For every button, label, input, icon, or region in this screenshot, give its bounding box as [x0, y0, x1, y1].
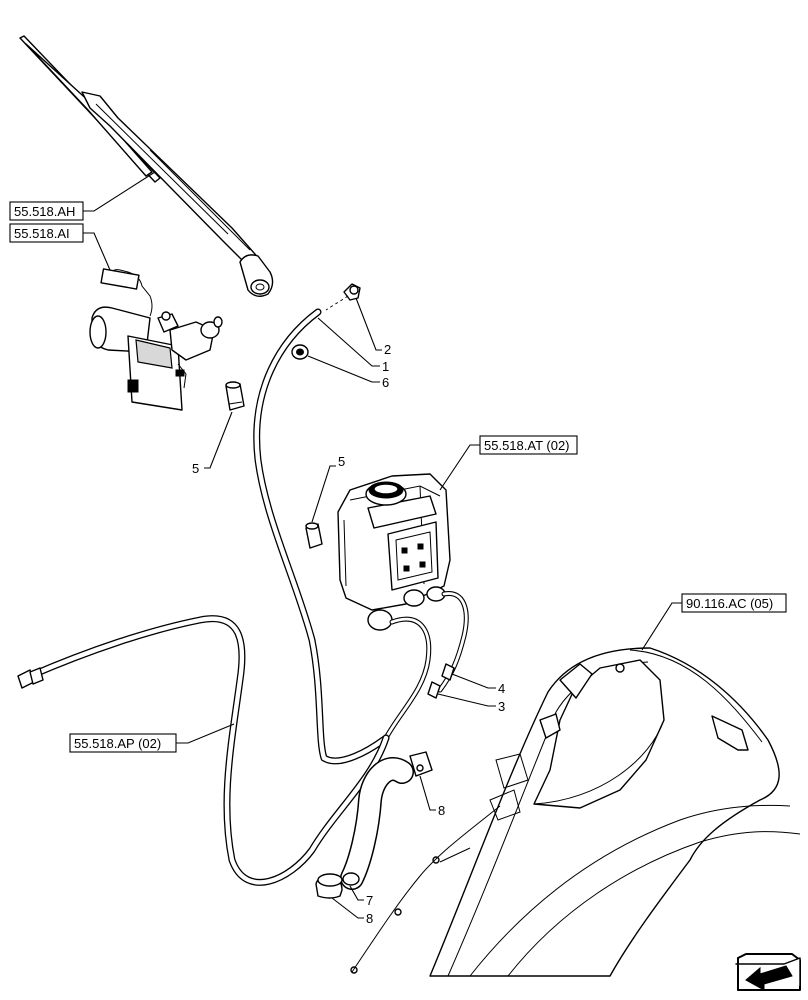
grommet-part-6 — [291, 344, 309, 360]
grommet-part-5-left — [225, 381, 245, 411]
callout-8-lower[interactable]: 8 — [331, 897, 373, 926]
svg-text:8: 8 — [438, 803, 445, 818]
svg-text:6: 6 — [382, 375, 389, 390]
nozzle-axis-line — [325, 295, 349, 311]
washer-hose-part-1 — [253, 308, 390, 765]
svg-text:5: 5 — [192, 461, 199, 476]
filler-hose-part-7 — [340, 757, 414, 890]
callout-3[interactable]: 3 — [437, 693, 505, 714]
wiper-motor — [89, 268, 223, 411]
callout-5-centre[interactable]: 5 — [311, 454, 345, 523]
ref-wiper-motor-label: 55.518.AI — [14, 226, 70, 241]
connector-part-3 — [427, 681, 441, 699]
svg-text:2: 2 — [384, 342, 391, 357]
callout-6[interactable]: 6 — [307, 355, 389, 390]
fender — [350, 647, 801, 977]
arrow-navigation-icon[interactable] — [735, 953, 801, 991]
callout-7[interactable]: 7 — [349, 885, 373, 908]
callout-2[interactable]: 2 — [355, 297, 391, 357]
ref-wiper-motor[interactable]: 55.518.AI — [9, 223, 111, 271]
pump-hoses — [383, 591, 469, 741]
callout-8-upper[interactable]: 8 — [419, 775, 445, 818]
washer-reservoir — [337, 473, 451, 631]
nozzle-part-2 — [343, 283, 361, 301]
ref-reservoir[interactable]: 55.518.AT (02) — [439, 435, 578, 491]
wiper-arm — [19, 35, 274, 297]
callout-5-left[interactable]: 5 — [192, 411, 233, 476]
svg-text:1: 1 — [382, 359, 389, 374]
svg-text:4: 4 — [498, 681, 505, 696]
ref-wiper-arm[interactable]: 55.518.AH — [9, 171, 156, 221]
ref-wiper-arm-label: 55.518.AH — [14, 204, 75, 219]
hose-clamp-part-8-upper — [409, 751, 433, 777]
svg-text:7: 7 — [366, 893, 373, 908]
sleeve-part-5-centre — [305, 522, 323, 549]
washer-hose-long — [17, 615, 390, 886]
callout-4[interactable]: 4 — [451, 673, 505, 696]
connector-part-4 — [441, 663, 455, 681]
ref-reservoir-label: 55.518.AT (02) — [484, 438, 570, 453]
ref-fender[interactable]: 90.116.AC (05) — [641, 593, 787, 651]
ref-hose-long-label: 55.518.AP (02) — [74, 736, 161, 751]
svg-text:8: 8 — [366, 911, 373, 926]
hose-clamp-part-8-lower — [315, 873, 343, 899]
svg-text:5: 5 — [338, 454, 345, 469]
svg-text:3: 3 — [498, 699, 505, 714]
ref-fender-label: 90.116.AC (05) — [686, 596, 773, 611]
ref-hose-long[interactable]: 55.518.AP (02) — [69, 723, 235, 753]
callout-1[interactable]: 1 — [317, 317, 389, 374]
